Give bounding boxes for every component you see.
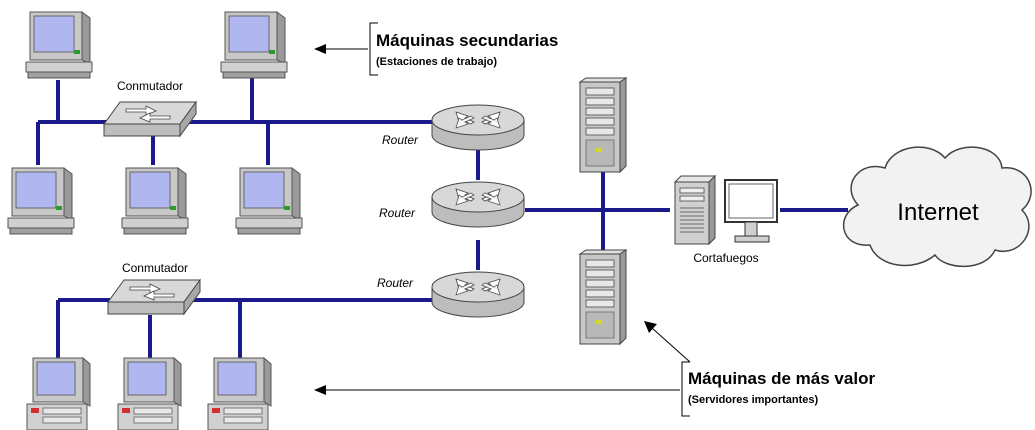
router-bottom-icon [431, 271, 525, 318]
server-bottom-icon [579, 249, 627, 345]
annotation-secondary: Máquinas secundarias (Estaciones de trab… [314, 22, 558, 76]
server-top-icon [579, 77, 627, 173]
firewall-monitor-icon [724, 179, 778, 243]
routers: Router Router Router [377, 104, 525, 318]
annotation-valuable-title: Máquinas de más valor [688, 369, 875, 388]
workstation-bottom-1 [26, 357, 91, 430]
annotation-bracket [681, 361, 690, 417]
switch-top-label: Conmutador [117, 79, 183, 93]
router-bottom-label: Router [377, 276, 414, 290]
switch-bottom-icon [107, 279, 201, 315]
annotation-secondary-title: Máquinas secundarias [376, 31, 558, 50]
workstation-bottom-2 [117, 357, 182, 430]
arrow-left-icon [314, 44, 326, 54]
router-top-label: Router [382, 133, 419, 147]
router-top-icon [431, 104, 525, 151]
annotation-valuable: Máquinas de más valor (Servidores import… [314, 321, 875, 417]
workstation-top-2 [220, 11, 288, 79]
switch-top-icon [103, 101, 197, 137]
workstation-mid-2 [121, 167, 189, 235]
workstation-mid-1 [7, 167, 75, 235]
annotation-bracket [369, 22, 378, 76]
top-lan: Conmutador [7, 11, 303, 235]
arrow-up-left-icon [644, 321, 657, 333]
firewall-tower-icon [674, 175, 716, 245]
workstation-bottom-3 [207, 357, 272, 430]
annotation-secondary-subtitle: (Estaciones de trabajo) [376, 56, 497, 68]
router-mid-label: Router [379, 206, 416, 220]
workstation-mid-3 [235, 167, 303, 235]
router-mid-icon [431, 181, 525, 228]
internet-label: Internet [897, 199, 979, 226]
switch-bottom-label: Conmutador [122, 261, 188, 275]
cloud-icon [842, 146, 1032, 268]
workstation-top-1 [25, 11, 93, 79]
firewall-label: Cortafuegos [693, 251, 758, 265]
internet-cloud: Internet [842, 146, 1032, 268]
arrow-left-icon [314, 385, 326, 395]
firewall: Cortafuegos [674, 175, 778, 265]
annotation-valuable-subtitle: (Servidores importantes) [688, 394, 819, 406]
bottom-lan: Conmutador [26, 261, 272, 430]
